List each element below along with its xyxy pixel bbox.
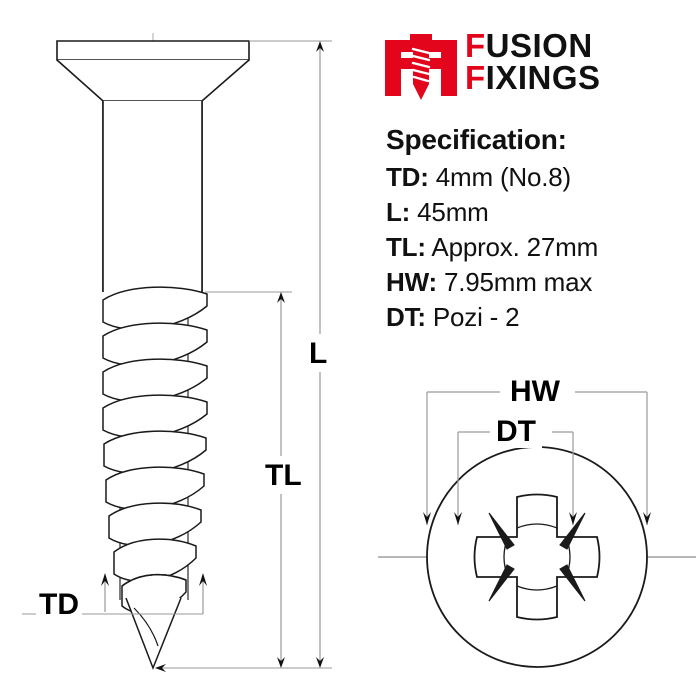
- logo-line-fusion: FUSION: [465, 27, 601, 64]
- TD-arrow: [101, 573, 109, 586]
- spec-value: 7.95mm max: [443, 267, 593, 297]
- spec-value: 45mm: [417, 197, 489, 227]
- logo-line-fixings: FIXINGS: [465, 59, 601, 97]
- spec-key: HW:: [386, 267, 437, 297]
- recess-inner-arc-top: [516, 523, 558, 529]
- spec-key: L:: [386, 197, 411, 227]
- screw-shank-outline: [102, 101, 203, 292]
- specification-heading: Specification:: [386, 124, 567, 155]
- fusion-fixings-logo: FUSION FIXINGS: [383, 27, 663, 110]
- screw-point: [125, 597, 182, 671]
- spec-key: DT:: [386, 302, 426, 332]
- screw-point-thread-flank: [133, 607, 159, 647]
- pozidriv-cross-recess: [473, 493, 601, 621]
- logo-wordmark: FUSION FIXINGS: [465, 27, 601, 97]
- spec-row: HW: 7.95mm max: [386, 267, 686, 298]
- DT-arrow-left: [454, 512, 462, 525]
- dimension-label-length: L: [306, 337, 331, 371]
- TL-arrow-top: [277, 292, 285, 303]
- point-tip-arrow: [155, 664, 166, 672]
- pozidriv-tick-marks: [488, 512, 586, 602]
- DT-arrow-right: [569, 512, 577, 525]
- screw-point-edge: [121, 573, 187, 587]
- L-arrow-bottom: [316, 657, 324, 668]
- spec-row: L: 45mm: [386, 197, 686, 228]
- L-arrow-top: [316, 41, 324, 52]
- spec-value: Pozi - 2: [432, 302, 520, 332]
- spec-row: TD: 4mm (No.8): [386, 162, 686, 193]
- thread-helix: [102, 286, 208, 615]
- dimension-label-thread-length: TL: [262, 459, 305, 493]
- dimension-label-drive-type: DT: [490, 416, 542, 448]
- screw-head-top-view: [378, 391, 696, 668]
- HW-arrow-right: [643, 512, 651, 525]
- HW-arrow-left: [423, 512, 431, 525]
- spec-key: TL:: [386, 232, 426, 262]
- spec-row: TL: Approx. 27mm: [386, 232, 686, 263]
- logo-fixings-lead: F: [465, 59, 486, 97]
- screw-head-cap: [56, 40, 250, 61]
- recess-inner-arc-bottom: [516, 585, 558, 591]
- screw-between-two-f-letters-icon: [385, 34, 457, 100]
- logo-fusion-lead: F: [465, 27, 486, 64]
- logo-fixings-rest: IXINGS: [485, 59, 601, 97]
- spec-value: Approx. 27mm: [431, 232, 599, 262]
- screw-shank-fill: [103, 101, 202, 292]
- spec-value: 4mm (No.8): [435, 162, 571, 192]
- spec-row: DT: Pozi - 2: [386, 302, 686, 333]
- dimension-label-thread-diameter: TD: [36, 588, 82, 622]
- dimension-label-head-width: HW: [504, 376, 566, 408]
- screw-head-taper: [56, 59, 250, 102]
- spec-key: TD:: [386, 162, 429, 192]
- logo-fusion-rest: USION: [485, 27, 593, 64]
- TD-arrow-right: [199, 573, 207, 586]
- screw-side-view: [22, 33, 332, 672]
- TL-arrow-bottom: [277, 657, 285, 668]
